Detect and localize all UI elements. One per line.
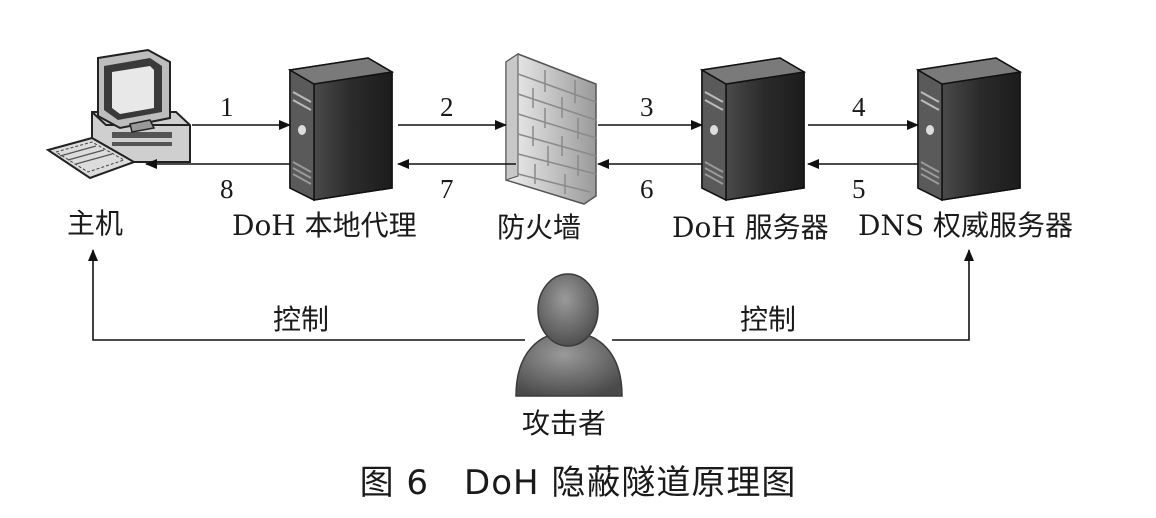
desktop-computer-icon	[45, 48, 191, 180]
step-number-8: 8	[220, 174, 234, 204]
step-number-2: 2	[440, 92, 454, 122]
step-number-7: 7	[440, 174, 454, 204]
step-number-1: 1	[220, 92, 234, 122]
step-number-4: 4	[852, 92, 866, 122]
tower-server-icon-dns	[915, 57, 1023, 202]
node-label-firewall: 防火墙	[497, 211, 582, 244]
figure-caption: 图 6 DoH 隐蔽隧道原理图	[359, 463, 797, 503]
step-number-6: 6	[640, 174, 654, 204]
node-label-host: 主机	[67, 207, 124, 240]
step-number-5: 5	[852, 174, 866, 204]
control-label-right: 控制	[740, 303, 797, 336]
person-silhouette-icon	[515, 273, 623, 397]
control-line-left	[88, 249, 525, 341]
node-label-attacker: 攻击者	[522, 407, 607, 440]
step-number-3: 3	[640, 92, 654, 122]
brick-wall-icon	[505, 53, 597, 205]
node-label-doh-proxy: DoH 本地代理	[232, 209, 417, 242]
control-line-right	[612, 249, 974, 341]
control-label-left: 控制	[273, 303, 330, 336]
node-label-dns-server: DNS 权威服务器	[858, 209, 1074, 242]
tower-server-icon-proxy	[287, 57, 395, 202]
node-label-doh-server: DoH 服务器	[672, 211, 829, 244]
tower-server-icon-doh	[699, 57, 807, 202]
